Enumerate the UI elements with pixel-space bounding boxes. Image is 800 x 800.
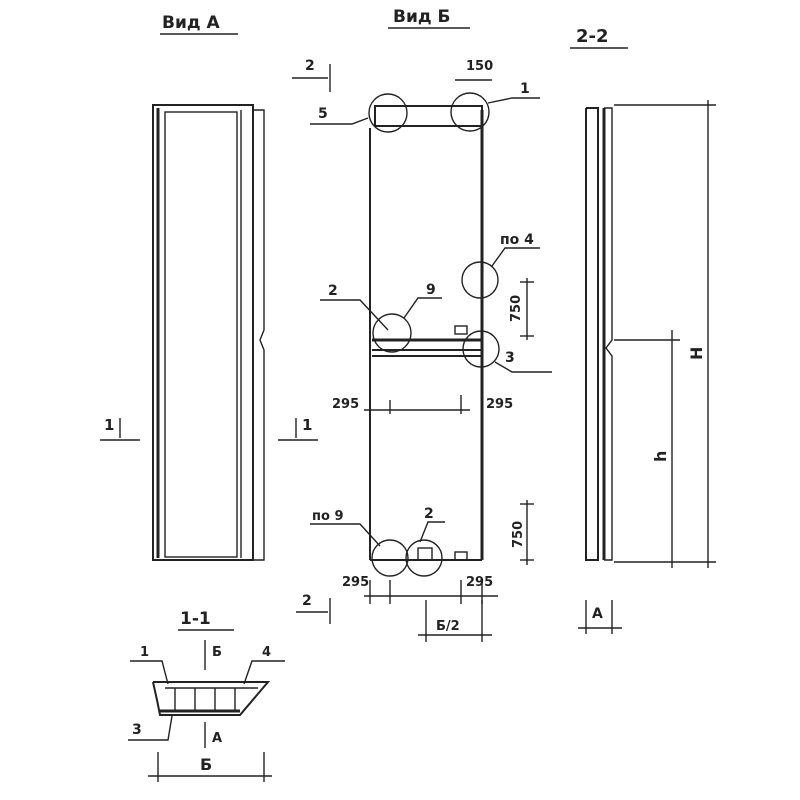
view-a: 1 1 [100,104,318,561]
callout-4-section: 4 [262,645,271,660]
view-mark-a: А [592,606,603,622]
callout-2-bottom: 2 [424,506,434,522]
view-b: 2 2 150 1 5 по 4 2 9 750 3 295 295 по 9 … [292,58,552,642]
section-22-title: 2-2 [570,26,628,49]
callout-3: 3 [505,350,515,366]
dim-295-mid-right: 295 [486,397,513,412]
callout-po-9: по 9 [312,509,343,524]
section-22-title-text: 2-2 [576,26,609,47]
dim-750-top: 750 [509,295,524,322]
section-mark-2-top: 2 [305,58,315,74]
view-a-title-text: Вид А [162,13,221,33]
section-mark-2-bottom: 2 [302,593,312,609]
dim-295-mid-left: 295 [332,397,359,412]
view-a-title: Вид А [160,13,238,35]
view-mark-a-section: А [212,731,222,746]
section-11-title-text: 1-1 [180,609,211,629]
section-mark-1-left: 1 [104,416,114,434]
callout-3-section: 3 [132,722,142,738]
callout-5: 5 [318,106,328,122]
callout-1: 1 [520,81,530,97]
dim-295-bottom-left: 295 [342,575,369,590]
view-b-title-text: Вид Б [393,7,450,27]
dim-150: 150 [466,59,493,74]
dim-h: h [651,451,670,462]
callout-9: 9 [426,282,436,298]
dim-width-b: Б [200,755,212,774]
view-mark-b: Б [212,645,222,660]
callout-po-4: по 4 [500,232,534,248]
section-mark-1-right: 1 [302,416,312,434]
dim-b-half: Б/2 [436,619,460,634]
dim-H: H [687,347,706,360]
dim-295-bottom-right: 295 [466,575,493,590]
section-2-2: H h А [578,100,716,634]
section-1-1: 1-1 Б А 1 4 3 Б [128,609,285,782]
dim-750-bottom: 750 [511,521,526,548]
callout-1-section: 1 [140,645,149,660]
view-b-title: Вид Б [388,7,470,29]
callout-2-mid: 2 [328,283,338,299]
